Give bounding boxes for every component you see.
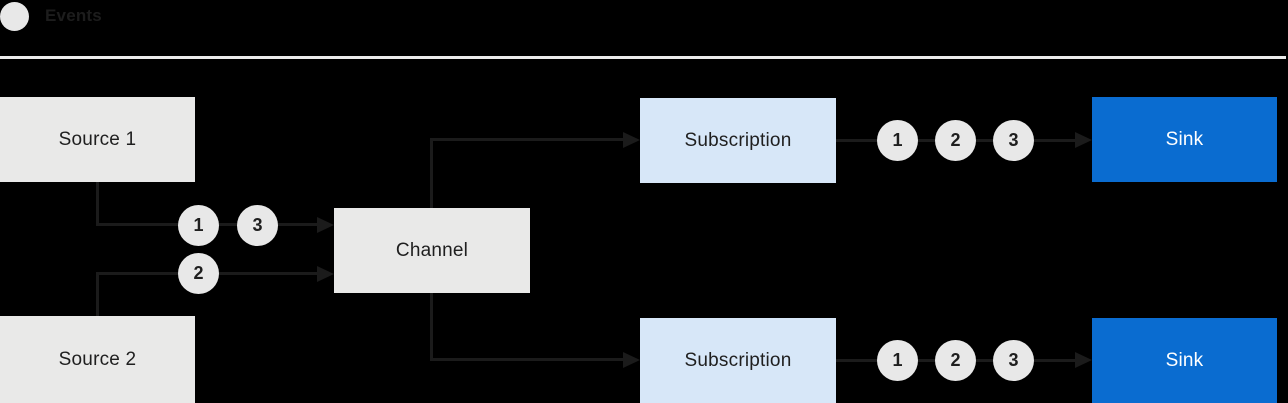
arrowhead-icon xyxy=(1075,132,1092,148)
sink-bottom-node: Sink xyxy=(1092,318,1277,403)
event-circle-3: 3 xyxy=(993,120,1034,161)
arrowhead-icon xyxy=(1075,352,1092,368)
event-circle-2: 2 xyxy=(935,120,976,161)
subscription-bottom-node: Subscription xyxy=(640,318,836,403)
sink-top-node: Sink xyxy=(1092,97,1277,182)
connector-channel-bottom-horizontal xyxy=(430,358,623,361)
arrowhead-icon xyxy=(317,266,334,282)
arrowhead-icon xyxy=(623,132,640,148)
event-circle-2: 2 xyxy=(935,340,976,381)
connector-channel-top-vertical xyxy=(430,139,433,208)
arrowhead-icon xyxy=(317,217,334,233)
source-1-node: Source 1 xyxy=(0,97,195,182)
connector-source1-vertical xyxy=(96,182,99,226)
channel-label: Channel xyxy=(395,239,469,261)
source-1-label: Source 1 xyxy=(58,128,137,150)
sink-top-label: Sink xyxy=(1165,128,1204,150)
event-circle-1: 1 xyxy=(877,340,918,381)
connector-channel-top-horizontal xyxy=(430,138,623,141)
divider-line xyxy=(0,56,1286,59)
connector-channel-bottom-vertical xyxy=(430,293,433,361)
source-2-node: Source 2 xyxy=(0,316,195,403)
event-circle-2: 2 xyxy=(178,253,219,294)
subscription-top-node: Subscription xyxy=(640,98,836,183)
subscription-top-label: Subscription xyxy=(684,129,792,151)
event-circle-1: 1 xyxy=(877,120,918,161)
events-legend-label: Events xyxy=(45,6,102,25)
event-circle-1: 1 xyxy=(178,205,219,246)
connector-source2-vertical xyxy=(96,273,99,316)
sink-bottom-label: Sink xyxy=(1165,349,1204,371)
event-circle-3: 3 xyxy=(237,205,278,246)
subscription-bottom-label: Subscription xyxy=(684,349,792,371)
events-legend-circle-icon xyxy=(0,2,29,31)
source-2-label: Source 2 xyxy=(58,348,137,370)
event-circle-3: 3 xyxy=(993,340,1034,381)
arrowhead-icon xyxy=(623,352,640,368)
channel-node: Channel xyxy=(334,208,530,293)
